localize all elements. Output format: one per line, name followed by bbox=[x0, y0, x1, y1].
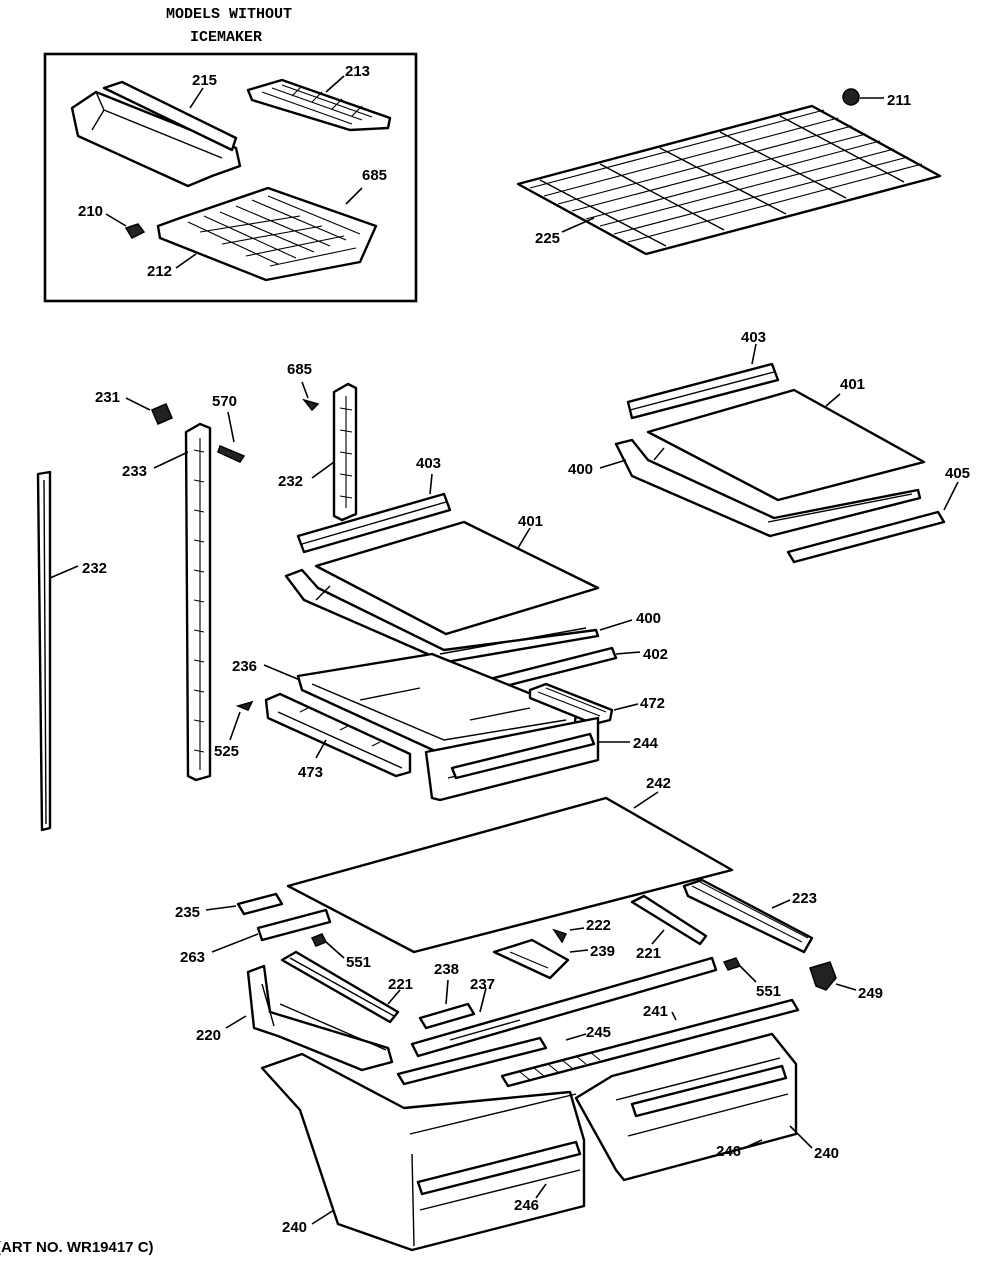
latch-249-icon bbox=[809, 961, 857, 991]
callout-233: 233 bbox=[122, 463, 147, 480]
callout-249: 249 bbox=[858, 985, 883, 1002]
art-number-label: (ART NO. WR19417 C) bbox=[0, 1239, 154, 1256]
callout-551-left: 551 bbox=[346, 954, 371, 971]
crisper-240-left bbox=[260, 1052, 586, 1252]
clip-551-right-icon bbox=[722, 957, 757, 983]
drawer-slide-472 bbox=[528, 682, 614, 726]
callout-472: 472 bbox=[640, 695, 665, 712]
callout-221-right: 221 bbox=[636, 945, 661, 962]
callout-241: 241 bbox=[643, 1003, 668, 1020]
callout-400-right: 400 bbox=[568, 461, 593, 478]
glass-242 bbox=[286, 796, 734, 954]
glass-401-mid bbox=[314, 520, 600, 636]
callout-213: 213 bbox=[345, 63, 370, 80]
screw-685-icon bbox=[301, 381, 320, 412]
crisper-240-right bbox=[574, 1032, 798, 1182]
shelf-clip-211-icon bbox=[842, 88, 884, 106]
callout-221-left: 221 bbox=[388, 976, 413, 993]
callout-685: 685 bbox=[287, 361, 312, 378]
callout-246-left: 246 bbox=[514, 1197, 539, 1214]
bracket-220 bbox=[246, 964, 394, 1072]
callout-242: 242 bbox=[646, 775, 671, 792]
ice-shelf-685 bbox=[156, 186, 378, 282]
rail-233 bbox=[184, 422, 212, 782]
callout-210: 210 bbox=[78, 203, 103, 220]
shelf-frame-400-mid bbox=[284, 568, 600, 664]
trim-405 bbox=[786, 510, 946, 564]
cover-238 bbox=[418, 1002, 476, 1030]
shelf-trim-403-right bbox=[626, 362, 780, 420]
support-263 bbox=[256, 908, 332, 942]
clip-210-icon bbox=[124, 223, 146, 239]
callout-222: 222 bbox=[586, 917, 611, 934]
inset-box: MODELS WITHOUT ICEMAKER 215 213 685 bbox=[43, 6, 418, 303]
pin-222-icon bbox=[552, 927, 585, 944]
callout-245: 245 bbox=[586, 1024, 611, 1041]
callout-263: 263 bbox=[180, 949, 205, 966]
callout-685-inset: 685 bbox=[362, 167, 387, 184]
callout-223: 223 bbox=[792, 890, 817, 907]
wire-shelf-225 bbox=[516, 104, 942, 256]
screw-570-icon bbox=[217, 411, 246, 463]
callout-231: 231 bbox=[95, 389, 120, 406]
inset-heading-line1: MODELS WITHOUT bbox=[166, 6, 292, 23]
callout-402: 402 bbox=[643, 646, 668, 663]
callout-225: 225 bbox=[535, 230, 560, 247]
callout-246-right: 246 bbox=[716, 1143, 741, 1160]
slide-244 bbox=[450, 732, 596, 780]
callout-212: 212 bbox=[147, 263, 172, 280]
slide-221-right bbox=[630, 894, 708, 946]
clip-551-left-icon bbox=[310, 933, 345, 959]
callout-403-right: 403 bbox=[741, 329, 766, 346]
rail-232-mid bbox=[332, 382, 358, 522]
callout-401-right: 401 bbox=[840, 376, 865, 393]
cover-239 bbox=[492, 938, 570, 980]
callout-403-mid: 403 bbox=[416, 455, 441, 472]
callout-551-right: 551 bbox=[756, 983, 781, 1000]
callout-211: 211 bbox=[887, 92, 911, 109]
shelf-trim-403-mid bbox=[296, 492, 452, 554]
callout-400-mid: 400 bbox=[636, 610, 661, 627]
inset-frame bbox=[43, 52, 418, 303]
drawer-473 bbox=[264, 692, 412, 778]
callout-240-right: 240 bbox=[814, 1145, 839, 1162]
callout-525: 525 bbox=[214, 743, 239, 760]
callout-401-mid: 401 bbox=[518, 513, 543, 530]
callout-215: 215 bbox=[192, 72, 217, 89]
screw-525-icon bbox=[229, 700, 254, 741]
trim-245 bbox=[396, 1036, 548, 1086]
callout-237: 237 bbox=[470, 976, 495, 993]
glass-401-right bbox=[646, 388, 926, 502]
callout-220: 220 bbox=[196, 1027, 221, 1044]
callout-232-left: 232 bbox=[82, 560, 107, 577]
bumper-231-icon bbox=[125, 397, 173, 425]
support-235 bbox=[236, 892, 284, 916]
callout-240-left: 240 bbox=[282, 1219, 307, 1236]
track-223 bbox=[682, 878, 814, 954]
callout-232-mid: 232 bbox=[278, 473, 303, 490]
callout-244: 244 bbox=[633, 735, 659, 752]
callout-235: 235 bbox=[175, 904, 200, 921]
callout-239: 239 bbox=[590, 943, 615, 960]
ice-tray-213 bbox=[246, 78, 392, 132]
callout-473: 473 bbox=[298, 764, 323, 781]
slide-221-left bbox=[280, 950, 400, 1024]
rail-232-left bbox=[36, 470, 52, 832]
inset-heading-line2: ICEMAKER bbox=[190, 29, 262, 46]
ice-bin-215 bbox=[70, 80, 242, 188]
divider-237 bbox=[410, 956, 718, 1058]
callout-570: 570 bbox=[212, 393, 237, 410]
callout-238: 238 bbox=[434, 961, 459, 978]
callout-405: 405 bbox=[945, 465, 970, 482]
trim-241 bbox=[500, 998, 800, 1088]
callout-236: 236 bbox=[232, 658, 257, 675]
shelf-frame-400-right bbox=[614, 438, 922, 538]
